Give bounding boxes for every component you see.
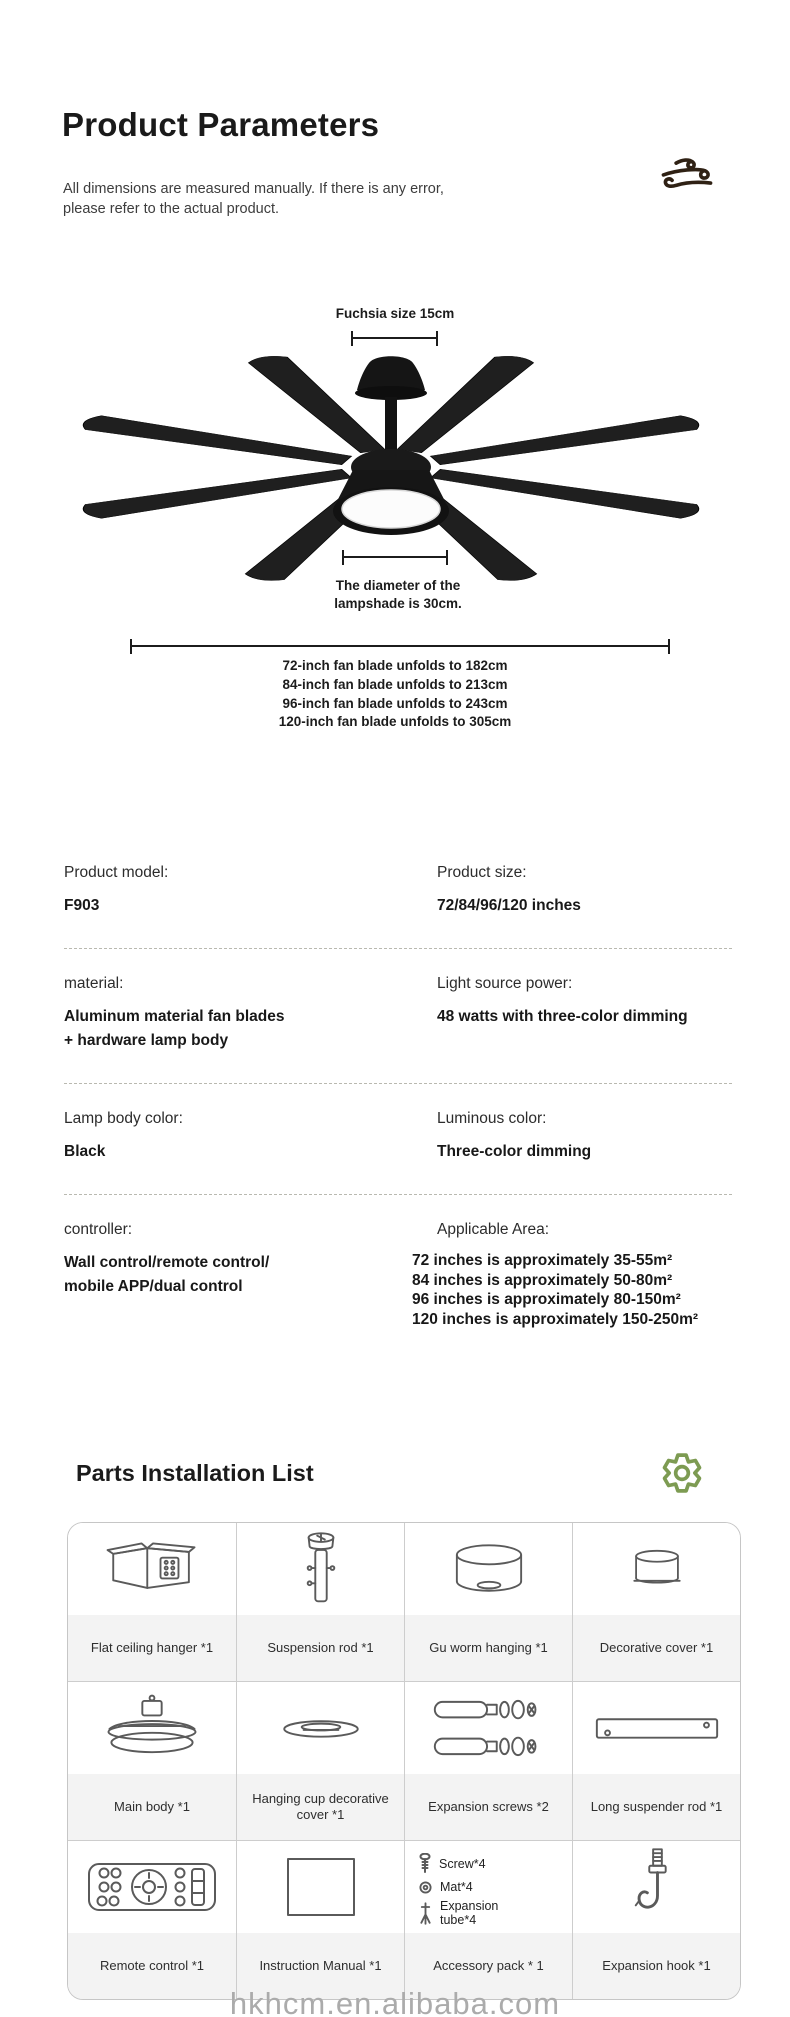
remote-control-icon [88, 1863, 216, 1911]
expansion-screws-icon [433, 1699, 536, 1757]
accessory-mat-label: Mat*4 [440, 1880, 473, 1894]
spec-value-product-model: F903 [64, 897, 100, 914]
part-label: Accessory pack * 1 [405, 1933, 572, 1999]
page-subtitle: All dimensions are measured manually. If… [63, 181, 444, 217]
spec-value-material: Aluminum material fan blades + hardware … [64, 1008, 285, 1049]
spec-label-material: material: [64, 975, 124, 992]
decorative-cover-icon [632, 1549, 681, 1584]
part-label: Expansion screws *2 [405, 1774, 572, 1840]
part-label: Flat ceiling hanger *1 [68, 1615, 236, 1681]
part-label: Hanging cup decorative cover *1 [237, 1774, 404, 1840]
part-label: Decorative cover *1 [573, 1615, 740, 1681]
spec-value-applicable-area: 72 inches is approximately 35-55m² 84 in… [412, 1252, 699, 1328]
part-label: Remote control *1 [68, 1933, 236, 1999]
spec-value-product-size: 72/84/96/120 inches [437, 897, 581, 914]
flat-ceiling-hanger-icon [106, 1542, 196, 1589]
unfold-spec-line-72: 72-inch fan blade unfolds to 182cm [282, 658, 508, 673]
accessory-screw-label: Screw*4 [439, 1857, 486, 1871]
part-cell-remote-control: Remote control *1 [68, 1840, 236, 1999]
spec-row-controller-area: controller: Wall control/remote control/… [64, 1195, 732, 1359]
wind-icon [661, 158, 713, 189]
gu-worm-hanging-icon [455, 1544, 522, 1592]
part-cell-main-body: Main body *1 [68, 1681, 236, 1840]
gear-icon [662, 1453, 702, 1493]
accessory-expansion-tube-label: Expansion tube*4 [440, 1899, 499, 1927]
part-cell-expansion-hook: Expansion hook *1 [572, 1840, 740, 1999]
main-body-icon [107, 1694, 197, 1754]
accessory-mat-row: Mat*4 [419, 1880, 473, 1894]
spec-value-lamp-body-color: Black [64, 1143, 106, 1160]
part-cell-accessory-pack: Screw*4 Mat*4 Expansion tube*4 [404, 1840, 572, 1999]
long-suspender-rod-icon [595, 1718, 718, 1739]
expansion-tube-icon [420, 1901, 431, 1925]
parts-table: Flat ceiling hanger *1 Suspension rod *1 [67, 1522, 741, 2000]
part-cell-flat-ceiling-hanger: Flat ceiling hanger *1 [68, 1523, 236, 1681]
part-label: Gu worm hanging *1 [405, 1615, 572, 1681]
spec-row-colors: Lamp body color: Black Luminous color: T… [64, 1084, 732, 1195]
ceiling-fan-illustration [82, 356, 700, 581]
blade-span-dimension-line [130, 639, 670, 654]
spec-label-lamp-body-color: Lamp body color: [64, 1110, 183, 1127]
page-title: Product Parameters [62, 106, 380, 143]
unfold-spec-line-120: 120-inch fan blade unfolds to 305cm [278, 714, 512, 730]
part-label: Expansion hook *1 [573, 1933, 740, 1999]
spec-value-luminous-color: Three-color dimming [437, 1143, 592, 1160]
unfold-spec-line-96: 96-inch fan blade unfolds to 243cm [282, 695, 508, 711]
accessory-expansion-tube-row: Expansion tube*4 [419, 1899, 536, 1927]
blade-unfold-specs: 72-inch fan blade unfolds to 182cm 84-in… [0, 657, 790, 732]
spec-label-product-size: Product size: [437, 864, 527, 881]
product-spec-table: Product model: F903 Product size: 72/84/… [0, 852, 790, 1359]
unfold-spec-line-84: 84-inch fan blade unfolds to 213cm [282, 676, 508, 692]
part-cell-hanging-cup-decorative-cover: Hanging cup decorative cover *1 [236, 1681, 404, 1840]
part-cell-gu-worm-hanging: Gu worm hanging *1 [404, 1523, 572, 1681]
expansion-hook-icon [634, 1848, 667, 1909]
part-cell-long-suspender-rod: Long suspender rod *1 [572, 1681, 740, 1840]
instruction-manual-icon [286, 1858, 355, 1916]
part-cell-expansion-screws: Expansion screws *2 [404, 1681, 572, 1840]
spec-label-applicable-area: Applicable Area: [437, 1221, 550, 1238]
part-cell-instruction-manual: Instruction Manual *1 [236, 1840, 404, 1999]
part-label: Instruction Manual *1 [237, 1933, 404, 1999]
spec-value-controller: Wall control/remote control/ mobile APP/… [64, 1254, 270, 1295]
fuchsia-dimension-line [351, 331, 438, 346]
spec-row-model-size: Product model: F903 Product size: 72/84/… [64, 852, 732, 949]
suspension-rod-icon [306, 1532, 335, 1603]
spec-row-material-power: material: Aluminum material fan blades +… [64, 949, 732, 1084]
spec-label-luminous-color: Luminous color: [437, 1110, 547, 1127]
part-label: Main body *1 [68, 1774, 236, 1840]
hanging-cup-decorative-cover-icon [282, 1720, 359, 1738]
part-label: Long suspender rod *1 [573, 1774, 740, 1840]
part-cell-decorative-cover: Decorative cover *1 [572, 1523, 740, 1681]
spec-label-controller: controller: [64, 1221, 133, 1238]
lampshade-diameter-label: The diameter of the lampshade is 30cm. [334, 578, 462, 611]
store-watermark: hkhcm.en.alibaba.com [229, 1986, 561, 2017]
lampshade-dimension-line [342, 550, 448, 565]
mat-washer-icon [419, 1880, 432, 1894]
accessory-pack-contents: Screw*4 Mat*4 Expansion tube*4 [405, 1847, 572, 1927]
spec-label-product-model: Product model: [64, 864, 169, 881]
spec-label-light-power: Light source power: [437, 975, 573, 992]
accessory-screw-row: Screw*4 [419, 1853, 486, 1875]
parts-list-title: Parts Installation List [76, 1460, 314, 1486]
spec-value-light-power: 48 watts with three-color dimming [437, 1008, 688, 1025]
fuchsia-size-label: Fuchsia size 15cm [335, 306, 455, 321]
part-label: Suspension rod *1 [237, 1615, 404, 1681]
part-cell-suspension-rod: Suspension rod *1 [236, 1523, 404, 1681]
screw-icon [419, 1853, 431, 1873]
